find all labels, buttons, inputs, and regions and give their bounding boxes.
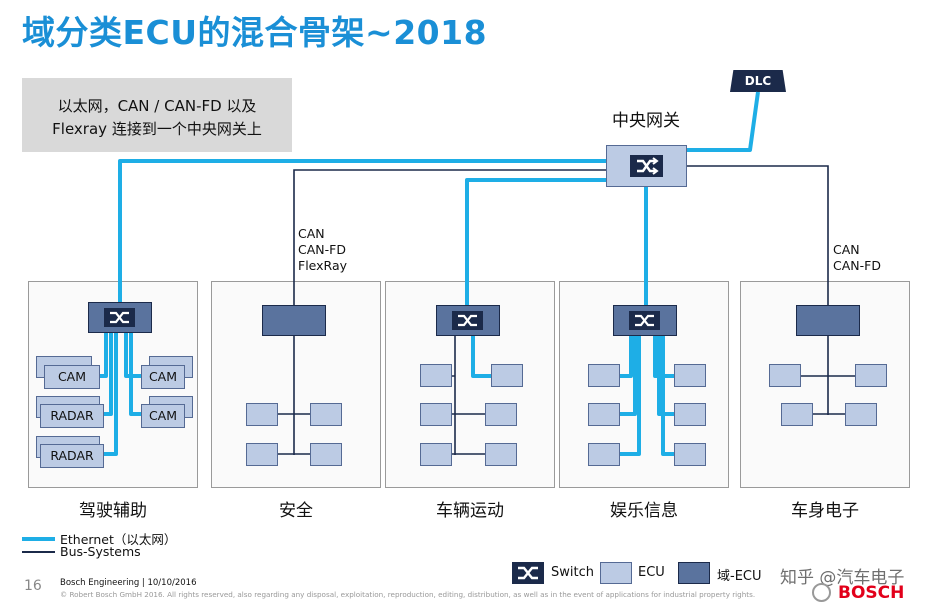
domain-name-infotainment: 娱乐信息	[610, 501, 678, 521]
safety-domain-ecu	[262, 305, 326, 336]
ethernet-info-l2	[620, 336, 637, 416]
ecu-box	[674, 364, 706, 387]
bus-label-can: CAN	[298, 226, 325, 241]
domain-name-body-electronics: 车身电子	[791, 501, 859, 521]
watermark-text: 知乎 @汽车电子	[780, 568, 905, 588]
camera-device: CAM	[141, 404, 185, 428]
bus-link-safety	[293, 169, 608, 305]
ecu-box	[491, 364, 523, 387]
bosch-logo-icon	[812, 583, 831, 602]
ecu-box	[246, 443, 278, 466]
central-gateway-label: 中央网关	[612, 111, 680, 131]
legend-ethernet-swatch	[22, 537, 55, 541]
legend-bus-swatch	[22, 551, 55, 553]
ethernet-link-vehicle-motion	[465, 178, 608, 305]
ethernet-vm-ecu	[471, 336, 491, 378]
ecu-box	[246, 403, 278, 426]
domain-name-vehicle-motion: 车辆运动	[436, 501, 504, 521]
ethernet-link-driver-assist	[118, 159, 608, 302]
note-line-1: 以太网，CAN / CAN-FD 以及	[57, 97, 257, 115]
ecu-box	[588, 364, 620, 387]
key-domain-label: 域-ECU	[717, 569, 762, 584]
ecu-box	[674, 443, 706, 466]
ecu-box	[769, 364, 801, 387]
camera-device: CAM	[44, 365, 100, 389]
note-line-2: Flexray 连接到一个中央网关上	[52, 120, 262, 138]
ecu-box	[588, 403, 620, 426]
ethernet-info-r3	[661, 336, 674, 456]
ecu-box	[420, 403, 452, 426]
ecu-box	[845, 403, 877, 426]
safety-bus-label: CAN CAN-FD FlexRay	[298, 226, 347, 274]
ethernet-cam-right-1	[124, 333, 143, 378]
description-note: 以太网，CAN / CAN-FD 以及 Flexray 连接到一个中央网关上	[22, 78, 292, 152]
key-switch-label: Switch	[551, 565, 594, 580]
ethernet-info-l1	[620, 336, 633, 378]
legend-bus-label: Bus-Systems	[60, 544, 141, 559]
ethernet-link-dlc	[686, 91, 760, 152]
bus-label-canfd: CAN-FD	[833, 258, 881, 273]
bus-label-canfd: CAN-FD	[298, 242, 346, 257]
ethernet-info-r2	[657, 336, 674, 416]
key-domain-swatch	[678, 562, 710, 584]
radar-device: RADAR	[40, 444, 104, 468]
footer-company: Bosch Engineering | 10/10/2016	[60, 578, 197, 588]
page-number: 16	[24, 578, 42, 594]
switch-icon	[452, 311, 483, 330]
body-bus-label: CAN CAN-FD	[833, 242, 881, 274]
bus-label-can: CAN	[833, 242, 860, 257]
ecu-box	[485, 443, 517, 466]
ecu-box	[310, 403, 342, 426]
bus-link-body	[686, 165, 829, 305]
page-title: 域分类ECU的混合骨架~2018	[22, 13, 488, 52]
dlc-connector: DLC	[730, 70, 786, 92]
switch-icon	[630, 155, 663, 177]
radar-device: RADAR	[40, 404, 104, 428]
camera-device: CAM	[141, 365, 185, 389]
legend-ethernet-label: Ethernet（以太网）	[60, 532, 177, 547]
domain-name-safety: 安全	[279, 501, 313, 521]
switch-icon	[512, 562, 544, 584]
ecu-box	[588, 443, 620, 466]
ethernet-info-l3	[620, 336, 641, 456]
ecu-box	[781, 403, 813, 426]
ecu-box	[674, 403, 706, 426]
ethernet-info-r1	[653, 336, 674, 378]
ecu-box	[485, 403, 517, 426]
bosch-brand: BOSCH	[838, 583, 905, 603]
domain-name-driver-assist: 驾驶辅助	[79, 501, 147, 521]
key-ecu-label: ECU	[638, 565, 665, 580]
bus-label-flexray: FlexRay	[298, 258, 347, 273]
ethernet-radar-2	[100, 333, 118, 456]
ecu-box	[420, 443, 452, 466]
key-ecu-swatch	[600, 562, 632, 584]
body-domain-ecu	[796, 305, 860, 336]
ecu-box	[420, 364, 452, 387]
ethernet-cam-right-2	[129, 333, 143, 416]
ecu-box	[855, 364, 887, 387]
switch-icon	[104, 308, 135, 327]
footer-copyright: © Robert Bosch GmbH 2016. All rights res…	[60, 590, 756, 599]
switch-icon	[629, 311, 660, 330]
ecu-box	[310, 443, 342, 466]
